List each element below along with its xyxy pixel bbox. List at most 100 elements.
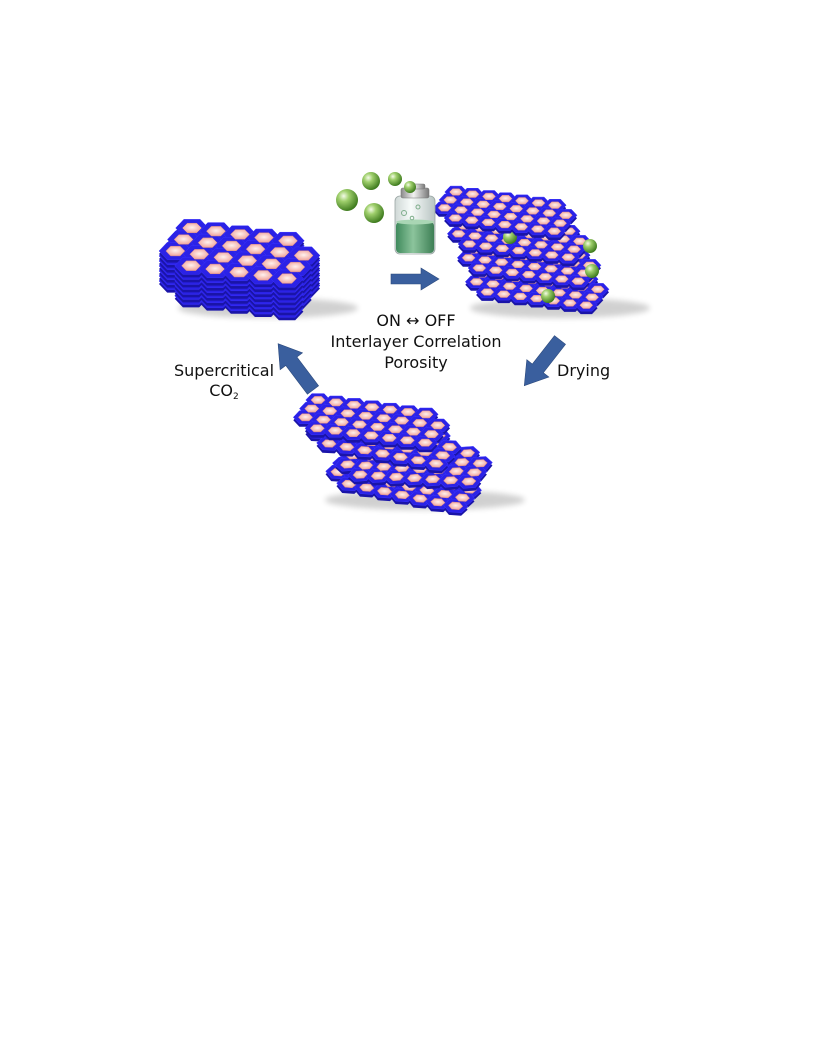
pore (381, 434, 397, 442)
pore (406, 427, 421, 436)
pore (399, 436, 415, 445)
pore (309, 424, 325, 433)
disordered-framework (292, 393, 493, 516)
pore (392, 452, 408, 461)
pore (482, 192, 496, 200)
pore (310, 396, 326, 404)
pore (547, 227, 562, 235)
guest-sphere (404, 181, 416, 193)
pore (494, 258, 509, 266)
pore (181, 260, 201, 271)
pore (375, 449, 390, 458)
drying-caption: Drying (557, 361, 611, 380)
pore (328, 398, 344, 407)
pore (410, 456, 426, 465)
arrow-down-left (523, 335, 566, 387)
pore (407, 473, 422, 483)
pore (443, 476, 459, 485)
pore (352, 470, 368, 479)
pore (206, 226, 226, 237)
pore (492, 202, 507, 211)
supercritical-line: Supercritical (173, 361, 275, 380)
supercritical-caption: Supercritical CO2 (165, 361, 283, 407)
center-caption: ON ↔ OFF Interlayer Correlation Porosity (300, 310, 532, 373)
pore (472, 264, 487, 272)
pore (525, 207, 540, 215)
pore (505, 268, 520, 276)
framework-layer (292, 393, 451, 453)
pore (437, 204, 452, 212)
pore (388, 425, 403, 434)
pore (412, 419, 428, 427)
pore (449, 188, 463, 196)
co2-subscript: 2 (233, 392, 239, 402)
pore (304, 404, 320, 413)
pore (496, 290, 511, 298)
pore (278, 235, 298, 246)
pore (430, 421, 446, 430)
pore (553, 219, 567, 227)
pore (165, 245, 186, 257)
pore (430, 498, 446, 507)
pore (435, 451, 451, 460)
pore (544, 265, 558, 273)
pore (269, 247, 290, 258)
co-text: CO (209, 381, 234, 400)
pore (277, 273, 297, 284)
pore (253, 270, 273, 281)
pore (568, 291, 583, 299)
pore (358, 461, 374, 470)
pore (322, 407, 338, 415)
pore (412, 494, 428, 503)
pore (205, 263, 225, 275)
pore (567, 245, 581, 253)
pore (486, 280, 500, 288)
co2-line: CO2 (165, 381, 283, 407)
pore (261, 258, 282, 269)
pore (572, 237, 587, 245)
pore (451, 230, 466, 238)
pore (484, 234, 499, 242)
pore (197, 237, 218, 248)
pore (481, 218, 496, 226)
pore (527, 263, 542, 271)
framework-layer (432, 185, 578, 241)
pore (464, 216, 479, 224)
pore (357, 446, 373, 455)
pore (448, 467, 464, 476)
pore (340, 409, 356, 418)
pore (519, 284, 533, 292)
pore (461, 254, 476, 262)
pore (254, 232, 274, 243)
pore (469, 278, 484, 286)
pore (448, 214, 463, 222)
pore (530, 225, 545, 233)
arrow-up-left (277, 343, 320, 395)
pore (364, 403, 380, 412)
pore (478, 256, 492, 264)
pore (529, 295, 544, 303)
pore (561, 253, 576, 261)
pore (538, 273, 553, 281)
pore (521, 271, 536, 279)
pore (370, 423, 385, 431)
pore (590, 285, 605, 293)
pore (488, 266, 503, 274)
pore (377, 487, 392, 496)
guest-sphere (585, 264, 599, 278)
pore (470, 208, 485, 216)
pore (502, 282, 517, 290)
pore (339, 442, 355, 451)
pore (544, 251, 559, 259)
pore (497, 221, 512, 229)
pore (213, 252, 234, 263)
pore (388, 472, 404, 481)
solvent-vial (394, 181, 436, 255)
interlayer-caption: Interlayer Correlation (330, 332, 502, 351)
pore (487, 210, 501, 218)
pore (514, 223, 529, 231)
guest-sphere (362, 172, 380, 190)
pore (400, 408, 416, 416)
guest-sphere (364, 203, 384, 223)
